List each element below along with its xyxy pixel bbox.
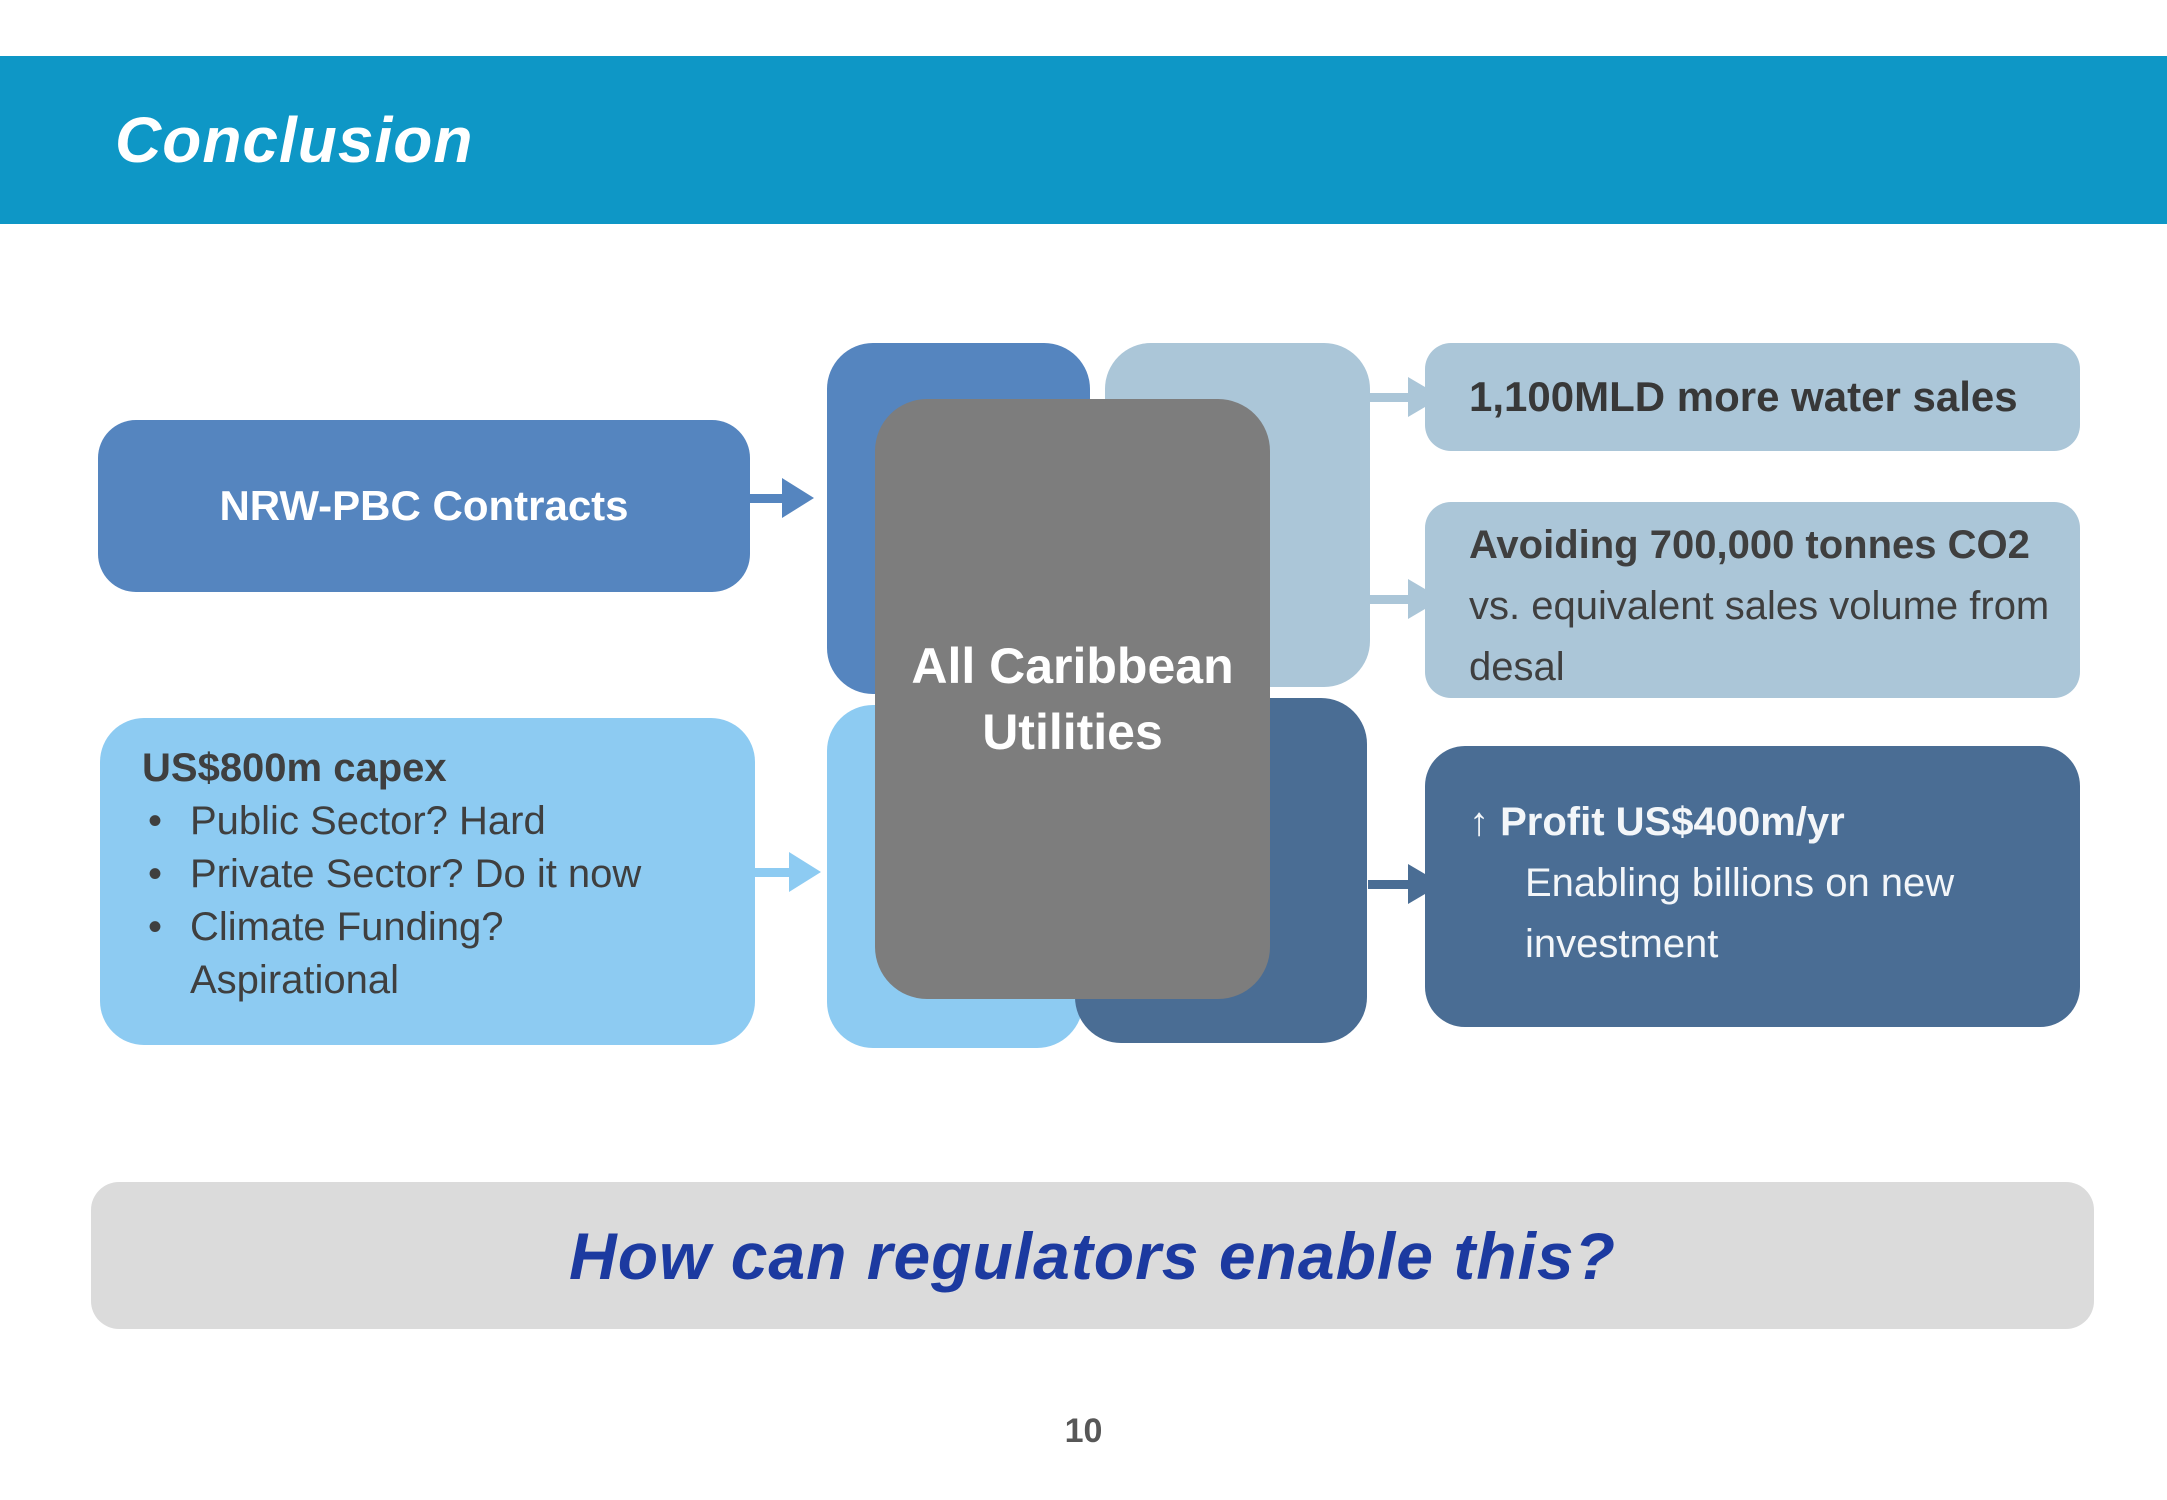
center-box-label: All Caribbean Utilities bbox=[911, 638, 1234, 760]
arrow-shaft bbox=[748, 494, 786, 503]
right-arrow-icon bbox=[755, 852, 821, 892]
nrw-pbc-label: NRW-PBC Contracts bbox=[219, 482, 629, 529]
list-item: • Climate Funding? Aspirational bbox=[142, 901, 695, 1007]
arrow-shaft bbox=[1368, 595, 1414, 604]
bullet-icon: • bbox=[148, 905, 163, 949]
question-text: How can regulators enable this? bbox=[569, 1218, 1616, 1293]
arrow-shaft bbox=[1368, 393, 1414, 402]
page-title: Conclusion bbox=[115, 104, 474, 176]
question-banner: How can regulators enable this? bbox=[91, 1182, 2094, 1329]
bullet-icon: • bbox=[148, 852, 163, 896]
up-arrow-icon: ↑ bbox=[1469, 800, 1489, 844]
outcome-profit-line: ↑ Profit US$400m/yr bbox=[1469, 792, 2042, 853]
arrow-head bbox=[789, 852, 821, 892]
outcome-box-co2: Avoiding 700,000 tonnes CO2 vs. equivale… bbox=[1425, 502, 2080, 698]
capex-title: US$800m capex bbox=[142, 746, 447, 790]
outcome-box-water-sales: 1,100MLD more water sales bbox=[1425, 343, 2080, 451]
list-item: • Public Sector? Hard bbox=[142, 795, 695, 848]
bullet-icon: • bbox=[148, 799, 163, 843]
input-box-nrw-pbc: NRW-PBC Contracts bbox=[98, 420, 750, 592]
outcome-co2-regular-text: vs. equivalent sales volume from desal bbox=[1469, 584, 2050, 689]
outcome-co2-bold-text: Avoiding 700,000 tonnes CO2 bbox=[1469, 523, 2030, 567]
outcome-water-sales-text: 1,100MLD more water sales bbox=[1469, 373, 2018, 420]
center-box-all-caribbean-utilities: All Caribbean Utilities bbox=[875, 399, 1270, 999]
arrow-shaft bbox=[1368, 880, 1414, 889]
bullet-text: Private Sector? Do it now bbox=[190, 852, 642, 896]
arrow-head bbox=[782, 478, 814, 518]
bullet-text: Climate Funding? Aspirational bbox=[190, 905, 504, 1002]
outcome-box-profit: ↑ Profit US$400m/yr Enabling billions on… bbox=[1425, 746, 2080, 1027]
input-box-capex: US$800m capex • Public Sector? Hard • Pr… bbox=[100, 718, 755, 1045]
page-number: 10 bbox=[1064, 1412, 1103, 1450]
outcome-profit-bold-text: Profit US$400m/yr bbox=[1500, 800, 1845, 844]
list-item: • Private Sector? Do it now bbox=[142, 848, 695, 901]
right-arrow-icon bbox=[748, 478, 814, 518]
arrow-shaft bbox=[755, 868, 793, 877]
slide-header: Conclusion bbox=[0, 56, 2167, 224]
outcome-profit-regular-text: Enabling billions on new investment bbox=[1525, 861, 1955, 966]
bullet-text: Public Sector? Hard bbox=[190, 799, 546, 843]
